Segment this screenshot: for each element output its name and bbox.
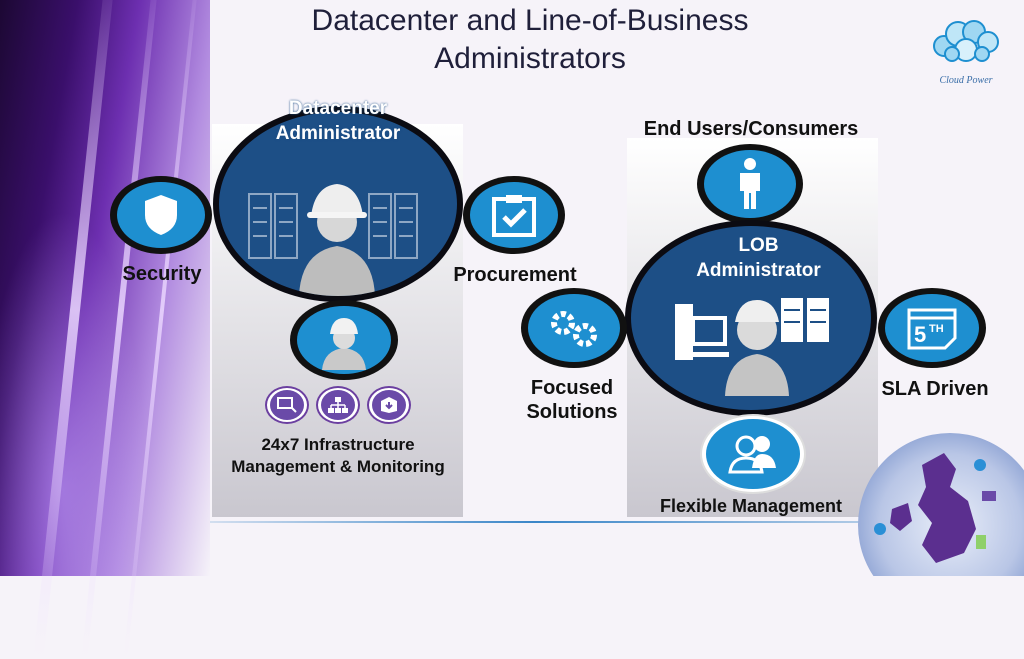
svg-text:5: 5 bbox=[914, 322, 926, 347]
worker-hardhat-icon bbox=[322, 318, 366, 370]
infrastructure-worker-node bbox=[290, 300, 398, 380]
admin-computer-icon bbox=[675, 298, 829, 396]
infrastructure-label: 24x7 Infrastructure Management & Monitor… bbox=[231, 435, 445, 476]
box-icon bbox=[381, 397, 397, 413]
hierarchy-icon-badge bbox=[316, 386, 360, 424]
monitor-network-icon-badge bbox=[265, 386, 309, 424]
globe-illustration bbox=[852, 425, 1024, 576]
end-users-label: End Users/Consumers bbox=[643, 118, 859, 140]
server-racks-icon bbox=[248, 184, 418, 296]
clipboard-check-icon bbox=[492, 195, 536, 237]
gears-icon bbox=[551, 311, 597, 347]
divider-line bbox=[210, 521, 860, 523]
globe-uk-map-icon bbox=[858, 433, 1024, 576]
package-icon-badge bbox=[367, 386, 411, 424]
users-group-icon bbox=[728, 435, 776, 474]
svg-text:TH: TH bbox=[929, 323, 944, 335]
slide-title: Datacenter and Line-of-Business Administ… bbox=[311, 4, 749, 75]
procurement-node bbox=[463, 176, 565, 254]
person-icon bbox=[740, 158, 760, 209]
lob-admin-circle bbox=[625, 220, 877, 416]
cloud-power-logo: Cloud Power bbox=[926, 14, 1006, 86]
logo-text: Cloud Power bbox=[939, 75, 993, 86]
end-user-node bbox=[697, 144, 803, 224]
sla-driven-node: 5 TH bbox=[878, 288, 986, 368]
focused-solutions-node bbox=[521, 288, 627, 368]
security-node bbox=[110, 176, 212, 254]
calendar-5th-icon: 5 TH bbox=[907, 308, 957, 350]
shield-icon bbox=[145, 195, 177, 235]
cloud-icon bbox=[933, 20, 999, 62]
sla-driven-label: SLA Driven bbox=[881, 378, 989, 400]
org-chart-icon bbox=[328, 397, 348, 413]
datacenter-admin-circle bbox=[213, 106, 463, 302]
procurement-label: Procurement bbox=[453, 264, 577, 286]
lob-admin-title: LOB Administrator bbox=[696, 235, 821, 281]
flexible-management-label: Flexible Management bbox=[659, 496, 843, 516]
security-label: Security bbox=[122, 263, 202, 285]
flexible-management-node bbox=[700, 414, 806, 494]
datacenter-admin-title: Datacenter Administrator bbox=[275, 98, 401, 144]
monitor-icon bbox=[277, 397, 297, 413]
focused-solutions-label: Focused Solutions bbox=[526, 377, 618, 423]
